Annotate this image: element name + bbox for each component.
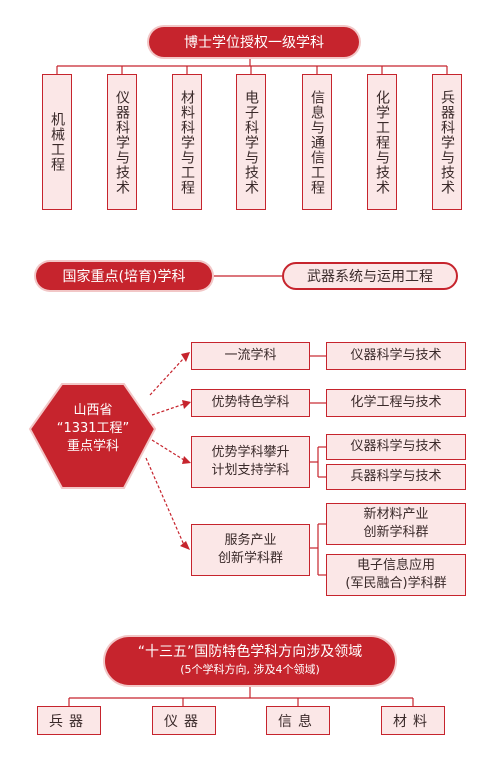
hexagon-shape	[28, 383, 157, 489]
defense-title: “十三五”国防特色学科方向涉及领域 (5个学科方向, 涉及4个领域)	[105, 637, 395, 685]
doctoral-discipline-box: 兵器科学与技术	[432, 74, 462, 210]
hub-line-1: 山西省	[73, 403, 113, 418]
category-item-box: 兵器科学与技术	[326, 464, 466, 490]
category-box: 优势特色学科	[191, 389, 310, 417]
defense-area-box: 仪器	[152, 706, 216, 735]
doctoral-discipline-box: 化学工程与技术	[367, 74, 397, 210]
defense-area-box: 材料	[381, 706, 445, 735]
hub-line-3: 重点学科	[66, 439, 119, 454]
defense-area-box: 兵器	[37, 706, 101, 735]
doctoral-title: 博士学位授权一级学科	[149, 27, 359, 57]
doctoral-discipline-box: 材料科学与工程	[172, 74, 202, 210]
category-box: 服务产业 创新学科群	[191, 524, 310, 576]
category-item-box: 电子信息应用 (军民融合)学科群	[326, 554, 466, 596]
category-box: 优势学科攀升 计划支持学科	[191, 436, 310, 488]
doctoral-discipline-box: 电子科学与技术	[236, 74, 266, 210]
national-key-value: 武器系统与运用工程	[282, 262, 458, 290]
shanxi-hub-label: 山西省 “1331工程” 重点学科	[40, 402, 146, 456]
doctoral-discipline-box: 机械工程	[42, 74, 72, 210]
defense-title-line2: (5个学科方向, 涉及4个领域)	[180, 663, 320, 676]
category-item-box: 新材料产业 创新学科群	[326, 503, 466, 545]
category-box: 一流学科	[191, 342, 310, 370]
doctoral-discipline-box: 信息与通信工程	[302, 74, 332, 210]
defense-title-line1: “十三五”国防特色学科方向涉及领域	[137, 644, 363, 660]
category-item-box: 化学工程与技术	[326, 389, 466, 417]
defense-area-box: 信息	[266, 706, 330, 735]
doctoral-discipline-box: 仪器科学与技术	[107, 74, 137, 210]
national-key-label: 国家重点(培育)学科	[36, 262, 212, 290]
hub-line-2: “1331工程”	[56, 421, 130, 436]
category-item-box: 仪器科学与技术	[326, 434, 466, 460]
category-item-box: 仪器科学与技术	[326, 342, 466, 370]
